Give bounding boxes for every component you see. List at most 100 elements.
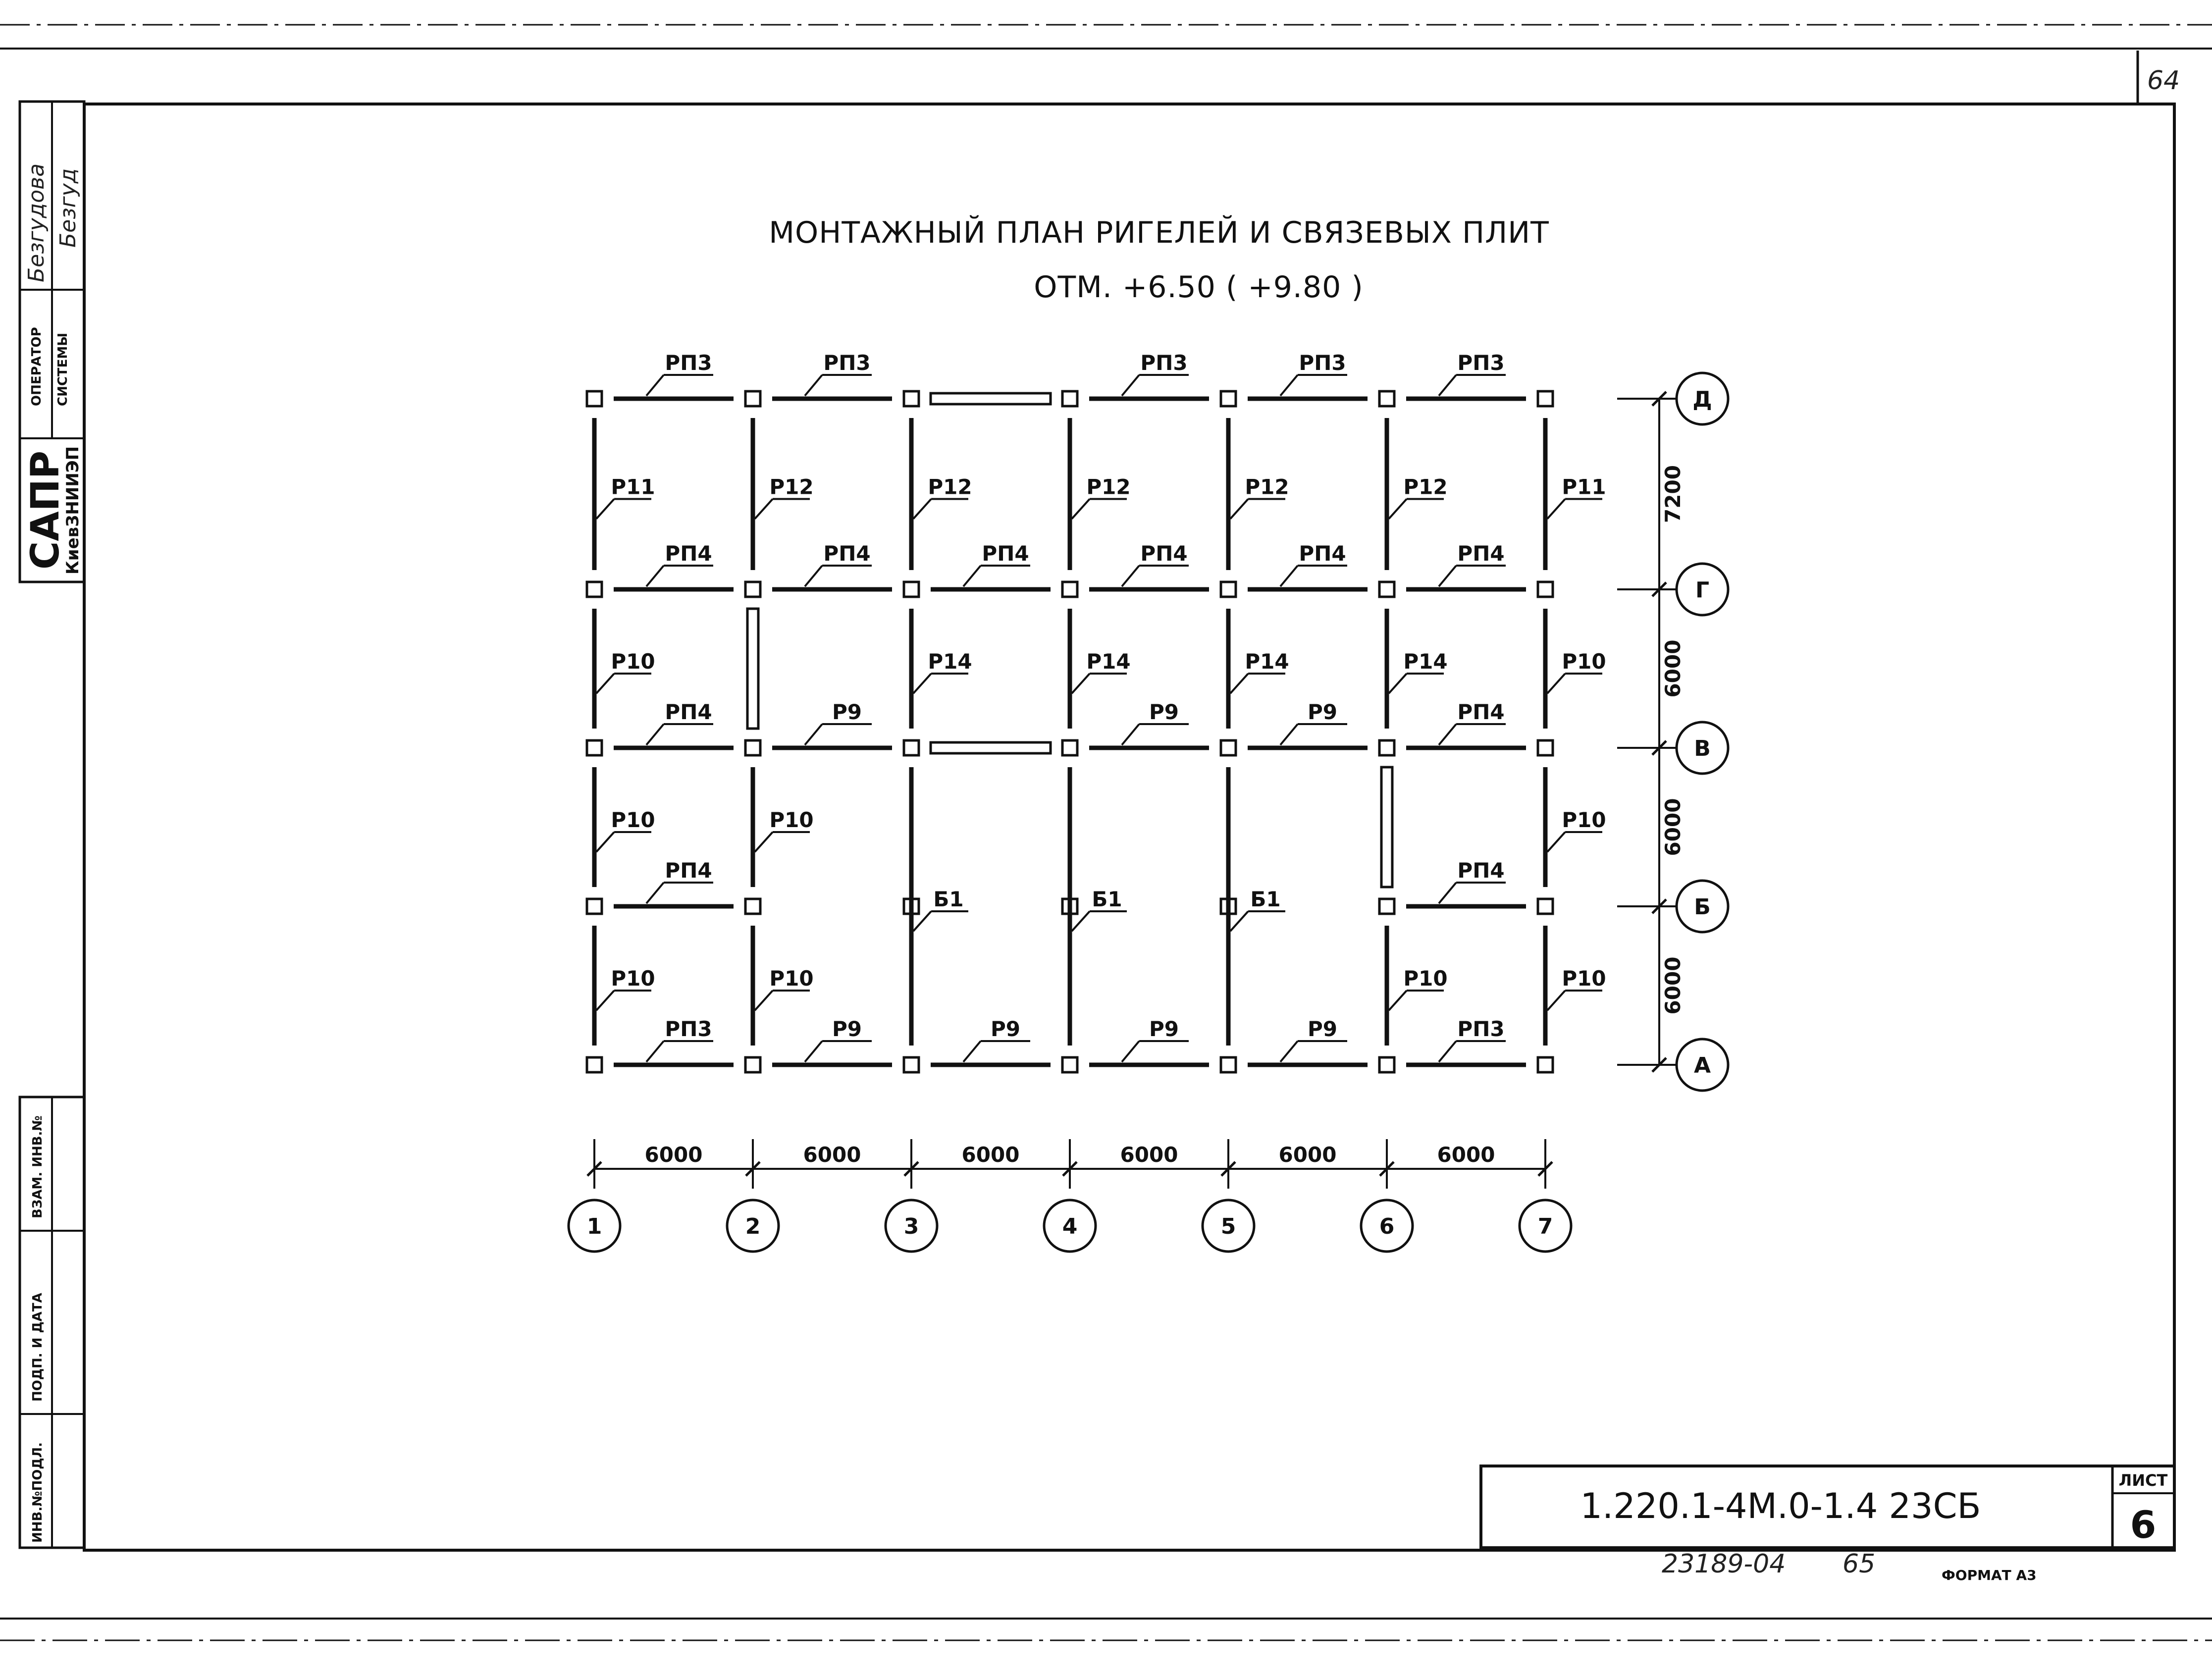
beam-leader — [1438, 1040, 1457, 1063]
dimension-tick — [1651, 740, 1667, 756]
column-square — [1536, 739, 1554, 757]
row-axis-label: А — [1694, 1053, 1711, 1078]
beam-label: РП4 — [823, 541, 870, 566]
row-axis-bubble — [1675, 562, 1730, 617]
beam-label: Р11 — [611, 475, 655, 499]
dimension-value: 6000 — [1437, 1143, 1495, 1167]
dimension-value: 6000 — [1279, 1143, 1337, 1167]
beam-label: РП4 — [1457, 858, 1504, 883]
column-square — [1378, 580, 1396, 598]
column-square — [744, 1056, 762, 1074]
beam-label: Р14 — [928, 649, 972, 674]
operator-label-1: ОПЕРАТОР — [29, 327, 44, 406]
beam-leader — [645, 1040, 665, 1063]
column-axis-bubble — [884, 1199, 939, 1253]
beam-leader — [1546, 498, 1566, 520]
column-square — [1378, 390, 1396, 408]
sheet-label: ЛИСТ — [2119, 1471, 2168, 1490]
beam-leader — [912, 498, 932, 520]
column-square — [902, 390, 920, 408]
beam-leader — [595, 673, 615, 694]
column-square — [1219, 1056, 1237, 1074]
beam-leader — [645, 374, 665, 397]
column-square — [1536, 1056, 1554, 1074]
beam-label: РП4 — [665, 858, 712, 883]
beam-label: Р14 — [1086, 649, 1130, 674]
column-axis-bubble — [726, 1199, 780, 1253]
footer-handwritten-number: 23189-04 — [1662, 1549, 1786, 1579]
beam-label: Р10 — [1562, 966, 1606, 991]
beam-leader — [912, 910, 932, 932]
column-square — [585, 390, 603, 408]
beam-label: РП3 — [1140, 351, 1187, 375]
column-square — [1061, 897, 1079, 915]
column-square — [1061, 739, 1079, 757]
column-axis-bubble — [1043, 1199, 1097, 1253]
format-label: ФОРМАТ А3 — [1942, 1567, 2037, 1583]
beam-label: Р12 — [928, 475, 972, 499]
dimension-value: 6000 — [962, 1143, 1020, 1167]
drawing-subtitle: ОТМ. +6.50 ( +9.80 ) — [1034, 270, 1364, 305]
beam-label: Р9 — [991, 1017, 1020, 1041]
dimension-tick — [745, 1161, 761, 1177]
column-square — [1061, 580, 1079, 598]
beam-label: Р9 — [832, 700, 862, 724]
institute-label: КиевЗНИИЭП — [63, 446, 83, 575]
beam-label: РП3 — [1457, 351, 1504, 375]
beam-leader — [1229, 498, 1249, 520]
beam-leader — [1438, 882, 1457, 904]
dimension-value: 7200 — [1661, 465, 1685, 523]
column-axis-label: 3 — [904, 1214, 919, 1239]
operator-label-2: СИСТЕМЫ — [55, 333, 70, 406]
column-square — [902, 897, 920, 915]
beam-label: Р14 — [1403, 649, 1447, 674]
beam-label: Р9 — [1149, 700, 1179, 724]
beam-label: Р10 — [769, 966, 813, 991]
beam-label: Р10 — [611, 649, 655, 674]
column-square — [1536, 390, 1554, 408]
podp-data-label: ПОДП. И ДАТА — [30, 1293, 45, 1402]
beam-label: Р10 — [1403, 966, 1447, 991]
dimension-tick — [1379, 1161, 1395, 1177]
inv-vzam-label: ВЗАМ. ИНВ.№ — [30, 1115, 45, 1218]
dimension-value: 6000 — [1661, 798, 1685, 856]
bracing-plate — [929, 392, 1052, 406]
dimension-value: 6000 — [1120, 1143, 1178, 1167]
column-axis-bubble — [1201, 1199, 1256, 1253]
column-axis-label: 5 — [1221, 1214, 1236, 1239]
beam-label: Р11 — [1562, 475, 1606, 499]
column-square — [1378, 897, 1396, 915]
dimension-value: 6000 — [1661, 640, 1685, 698]
column-square — [1061, 390, 1079, 408]
beam-label: РП4 — [1299, 541, 1346, 566]
beam-leader — [1388, 990, 1408, 1011]
beam-leader — [1546, 831, 1566, 853]
column-square — [585, 580, 603, 598]
row-axis-label: В — [1694, 736, 1711, 761]
beam-leader — [1546, 990, 1566, 1011]
beam-label: РП3 — [665, 351, 712, 375]
column-square — [902, 1056, 920, 1074]
signature-handwritten: Безгуд — [55, 168, 81, 248]
beam-label: Р9 — [832, 1017, 862, 1041]
beam-label: РП4 — [1457, 700, 1504, 724]
column-square — [1061, 1056, 1079, 1074]
column-square — [1536, 897, 1554, 915]
beam-label: Р10 — [1562, 808, 1606, 832]
beam-label: Р9 — [1308, 1017, 1337, 1041]
beam-leader — [804, 565, 823, 587]
column-axis-bubble — [1360, 1199, 1414, 1253]
column-square — [1536, 580, 1554, 598]
beam-label: Б1 — [933, 887, 963, 911]
sheet-number: 6 — [2130, 1503, 2157, 1547]
page-number-handwritten: 64 — [2147, 66, 2180, 96]
column-square — [744, 580, 762, 598]
column-square — [744, 739, 762, 757]
beam-label: РП3 — [1457, 1017, 1504, 1041]
beam-leader — [1121, 374, 1140, 397]
dimension-tick — [1651, 391, 1667, 407]
column-square — [1219, 580, 1237, 598]
dimension-value: 6000 — [1661, 957, 1685, 1015]
column-axis-label: 1 — [587, 1214, 602, 1239]
